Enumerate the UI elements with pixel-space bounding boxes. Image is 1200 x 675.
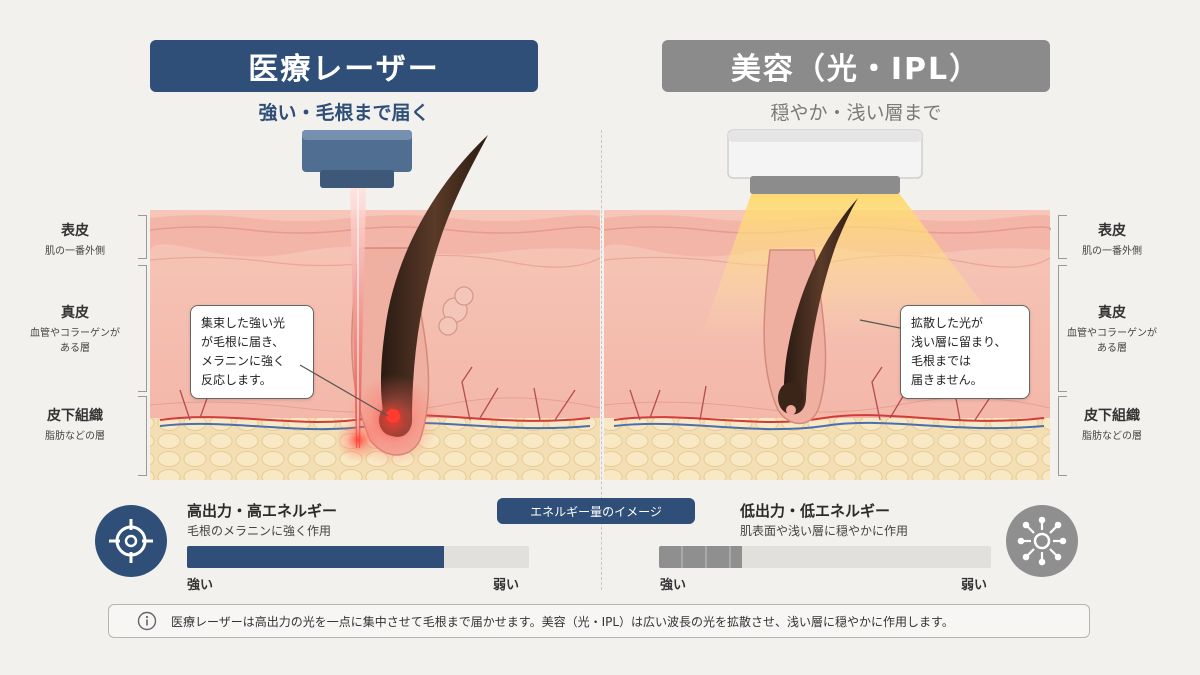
- dermis-bracket-left: [138, 265, 147, 392]
- energy-amount-badge: エネルギー量のイメージ: [497, 498, 695, 524]
- layer-name: 表皮: [61, 223, 89, 239]
- layer-name: 皮下組織: [47, 408, 103, 424]
- beauty-bar-weak-label: 弱い: [961, 578, 988, 593]
- callout-line: 届きません。: [911, 373, 983, 387]
- diffuse-light-icon: [1006, 505, 1078, 577]
- medical-energy-desc: 毛根のメラニンに強く作用: [187, 524, 332, 538]
- callout-line: が毛根に届き、: [201, 335, 285, 349]
- beauty-energy-desc: 肌表面や浅い層に穏やかに作用: [740, 524, 909, 538]
- layer-name: 真皮: [61, 305, 89, 321]
- footer-note: 医療レーザーは高出力の光を一点に集中させて毛根まで届かせます。美容（光・IPL）…: [108, 604, 1090, 638]
- callout-line: 反応します。: [201, 373, 272, 387]
- medical-energy-fill: [187, 546, 444, 568]
- dermis-label-right: 真皮 血管やコラーゲンが ある層: [1052, 302, 1172, 356]
- epidermis-bracket-right: [1058, 215, 1067, 259]
- subcutis-label-right: 皮下組織 脂肪などの層: [1052, 405, 1172, 444]
- medical-laser-title: 医療レーザー: [150, 40, 538, 92]
- subcutis-bracket-left: [138, 396, 147, 476]
- layer-desc-line: ある層: [1097, 343, 1127, 354]
- layer-name: 真皮: [1098, 305, 1126, 321]
- medical-energy-bar: [187, 546, 529, 568]
- medical-bar-weak-label: 弱い: [493, 578, 520, 593]
- epidermis-label-left: 表皮 肌の一番外側: [15, 220, 135, 259]
- callout-line: 集束した強い光: [201, 316, 286, 330]
- beauty-bar-strong-label: 強い: [660, 578, 687, 593]
- epidermis-bracket-left: [138, 215, 147, 259]
- callout-line: 毛根までは: [911, 354, 972, 368]
- callout-line: メラニンに強く: [201, 354, 286, 368]
- layer-desc: 肌の一番外側: [1082, 246, 1142, 257]
- medical-bar-strong-label: 強い: [187, 578, 214, 593]
- subcutis-bracket-right: [1058, 396, 1067, 476]
- dermis-bracket-right: [1058, 265, 1067, 392]
- laser-callout: 集束した強い光 が毛根に届き、 メラニンに強く 反応します。: [190, 305, 314, 399]
- callout-line: 浅い層に留まり、: [911, 335, 1007, 349]
- layer-desc-line: 血管やコラーゲンが: [30, 328, 120, 339]
- beauty-ipl-title: 美容（光・IPL）: [662, 40, 1050, 92]
- medical-energy-title: 高出力・高エネルギー: [187, 502, 338, 520]
- dermis-label-left: 真皮 血管やコラーゲンが ある層: [15, 302, 135, 356]
- callout-line: 拡散した光が: [911, 316, 984, 330]
- layer-desc-line: 血管やコラーゲンが: [1067, 328, 1157, 339]
- layer-desc: 肌の一番外側: [45, 246, 105, 257]
- layer-desc: 血管やコラーゲンが ある層: [15, 326, 135, 356]
- footer-text: 医療レーザーは高出力の光を一点に集中させて毛根まで届かせます。美容（光・IPL）…: [171, 614, 954, 629]
- beauty-energy-bar: [659, 546, 991, 568]
- beauty-energy-title: 低出力・低エネルギー: [740, 502, 891, 520]
- epidermis-label-right: 表皮 肌の一番外側: [1052, 220, 1172, 259]
- info-icon: [137, 611, 157, 631]
- subcutis-label-left: 皮下組織 脂肪などの層: [15, 405, 135, 444]
- layer-desc-line: ある層: [60, 343, 90, 354]
- ipl-callout: 拡散した光が 浅い層に留まり、 毛根までは 届きません。: [900, 305, 1030, 399]
- target-crosshair-icon: [95, 505, 167, 577]
- layer-desc: 血管やコラーゲンが ある層: [1052, 326, 1172, 356]
- layer-name: 表皮: [1098, 223, 1126, 239]
- layer-desc: 脂肪などの層: [45, 431, 105, 442]
- layer-name: 皮下組織: [1084, 408, 1140, 424]
- layer-desc: 脂肪などの層: [1082, 431, 1142, 442]
- beauty-energy-fill: [659, 546, 742, 568]
- medical-laser-subtitle: 強い・毛根まで届く: [258, 102, 430, 124]
- beauty-ipl-subtitle: 穏やか・浅い層まで: [770, 102, 942, 124]
- center-divider: [601, 130, 602, 590]
